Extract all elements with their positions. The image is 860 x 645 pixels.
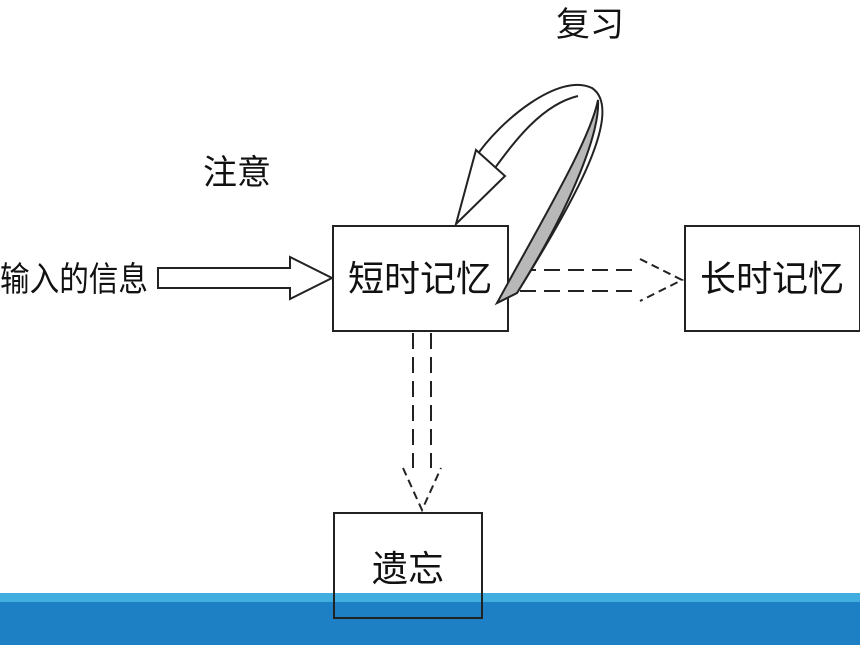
input-info-label: 输入的信息 [0, 260, 148, 300]
footer-band [0, 593, 860, 645]
input-arrow [157, 255, 335, 301]
attention-label: 注意 [203, 153, 271, 193]
rehearsal-loop-shade [494, 99, 600, 306]
long-term-memory-label: 长时记忆 [700, 259, 844, 300]
rehearsal-arrowhead [454, 148, 507, 228]
forgetting-box: 遗忘 [333, 512, 483, 619]
rehearsal-loop-outline [474, 83, 604, 304]
long-term-dashed-arrow [520, 258, 685, 302]
forgetting-label: 遗忘 [371, 548, 444, 590]
short-term-memory-box [332, 225, 509, 332]
forgetting-dashed-arrow [402, 333, 442, 513]
long-term-memory-box [684, 225, 860, 332]
short-term-memory-label: 短时记忆 [348, 259, 492, 300]
rehearsal-loop-inner [491, 95, 579, 173]
review-label: 复习 [556, 5, 624, 45]
